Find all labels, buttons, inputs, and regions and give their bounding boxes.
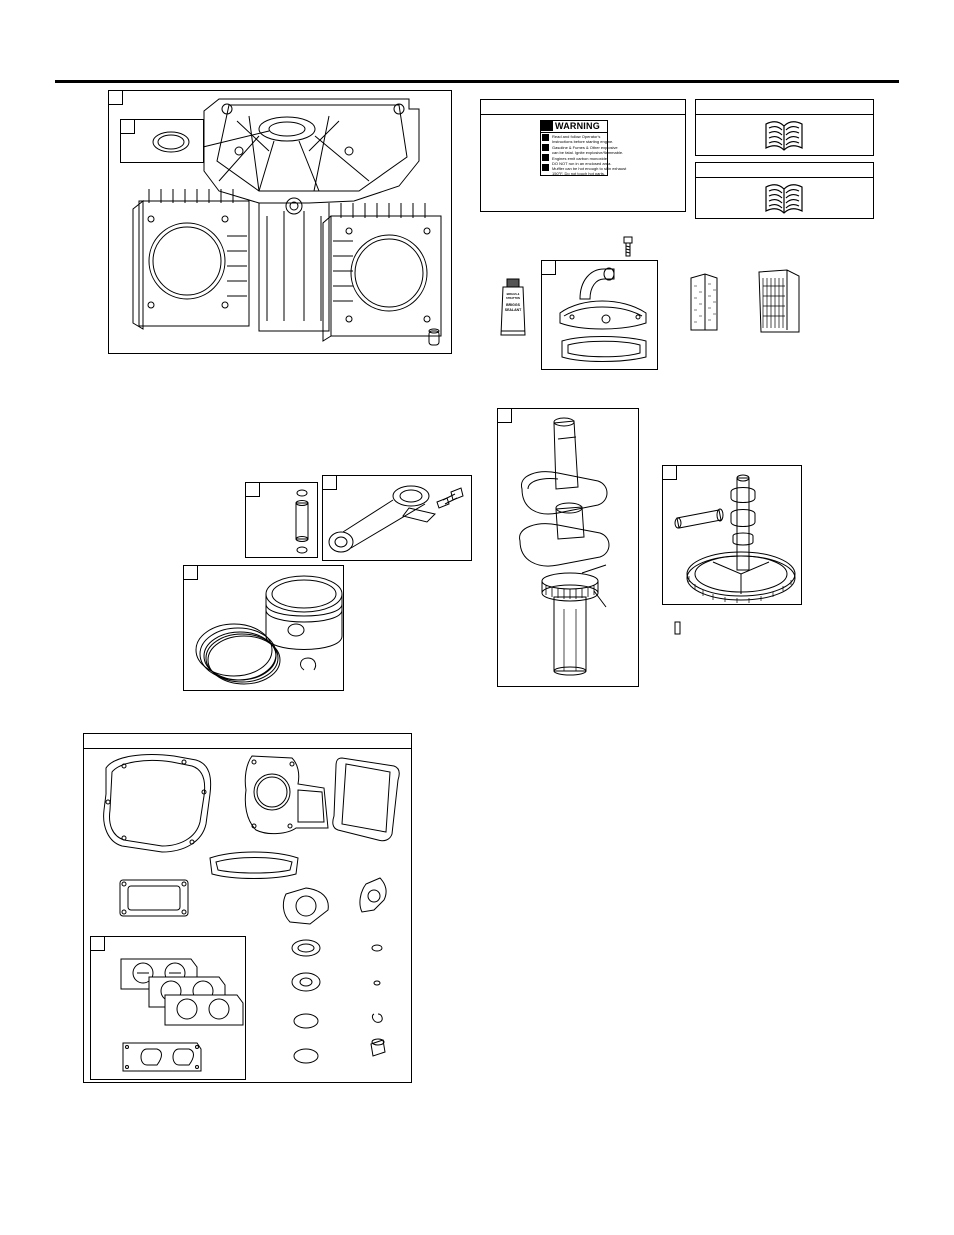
intake-gasket-drawing	[120, 958, 244, 1072]
callout-tag	[91, 937, 105, 951]
piston-pin-drawing	[295, 489, 309, 554]
crankshaft-drawing	[519, 417, 610, 676]
callout-tag	[498, 409, 512, 423]
callout-tag	[184, 566, 198, 580]
sealant-brand: BRIGGS & STRATTON	[506, 293, 520, 300]
warning-line: Instructions before starting engine.	[552, 139, 614, 144]
header-rule	[55, 80, 899, 83]
pre-cleaner-drawing	[690, 273, 718, 331]
warning-icon-column	[542, 134, 550, 174]
warning-decal: WARNING Read and follow Operator's Instr…	[540, 120, 626, 176]
warning-line: can be fatal. Ignite explosive/flammable…	[552, 150, 624, 155]
oil-seal-drawing	[152, 131, 190, 153]
manual-panel-2	[695, 162, 874, 219]
panel-header	[696, 100, 873, 115]
bolt-drawing	[623, 236, 633, 257]
seal-inset	[120, 119, 204, 163]
open-book-icon	[765, 121, 803, 151]
callout-tag	[121, 120, 135, 134]
sealant-tube-drawing	[500, 278, 526, 336]
breather-panel	[541, 260, 658, 370]
warning-line: Muffler can be hot enough to skin exhaus…	[552, 166, 627, 171]
warning-line: Gasoline & Fumes & Other explosive	[552, 145, 618, 150]
cylinder-block-panel	[108, 90, 452, 354]
gasket-set-drawing	[103, 754, 400, 1064]
panel-header	[696, 163, 873, 178]
warning-triangle-icon	[541, 121, 553, 131]
sealant-tube: BRIGGS & STRATTON BRIGGS SEALANT	[497, 278, 529, 337]
piston-pin-panel	[245, 482, 318, 558]
callout-tag	[663, 466, 677, 480]
piston-panel	[183, 565, 344, 691]
sealant-label-line: SEALANT	[504, 308, 522, 312]
sealant-label-line: BRIGGS	[506, 303, 520, 307]
air-filter-drawing	[758, 269, 800, 333]
key-pin-drawing	[674, 621, 681, 635]
open-book-icon	[765, 184, 803, 214]
warning-line: DO NOT run in an enclosed area.	[552, 161, 612, 166]
panel-header	[481, 100, 685, 115]
panel-header	[84, 734, 411, 749]
cylinder-block-drawing	[132, 98, 442, 346]
callout-tag	[246, 483, 260, 497]
manual-panel-1	[695, 99, 874, 156]
warning-title: WARNING	[555, 121, 600, 131]
breather-drawing	[559, 267, 647, 362]
connecting-rod-drawing	[328, 485, 464, 553]
warning-line: Engines emit carbon monoxide.	[552, 156, 609, 161]
piston-drawing	[195, 575, 343, 685]
callout-tag	[323, 476, 337, 490]
gasket-set-panel	[83, 733, 412, 1083]
callout-tag	[109, 91, 123, 105]
connecting-rod-panel	[322, 475, 472, 561]
warning-label-panel: WARNING Read and follow Operator's Instr…	[480, 99, 686, 212]
intake-gasket-inset	[90, 936, 246, 1080]
camshaft-panel	[662, 465, 802, 605]
warning-line: Read and follow Operator's	[552, 134, 601, 139]
crankshaft-panel	[497, 408, 639, 687]
camshaft-drawing	[674, 474, 796, 603]
callout-tag	[542, 261, 556, 275]
warning-line: 150°F. Do not touch hot parts.	[552, 171, 605, 176]
